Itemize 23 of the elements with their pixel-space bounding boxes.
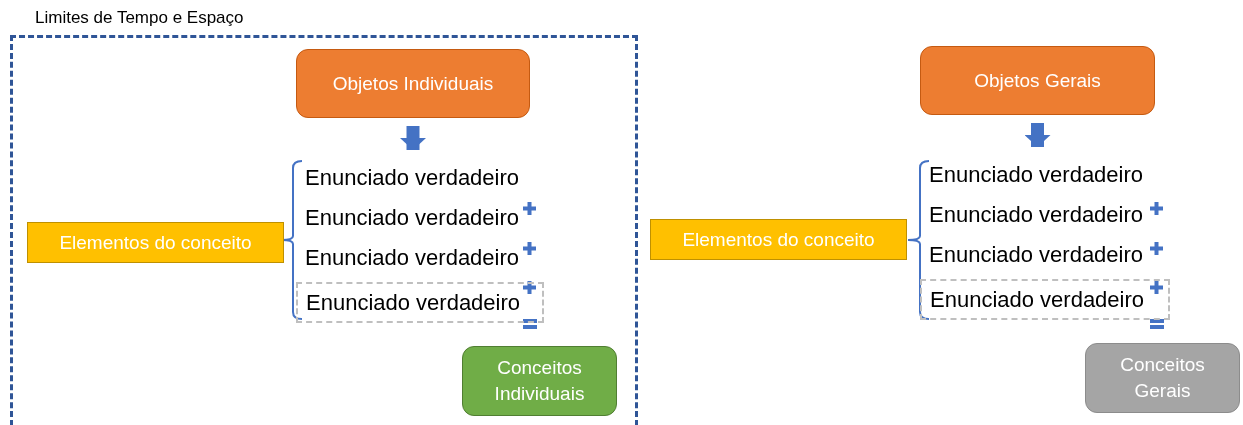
statement-text: Enunciado verdadeiro: [305, 164, 520, 193]
box-label: Elementos do conceito: [682, 227, 875, 252]
statement-text: Enunciado verdadeiro: [305, 204, 520, 233]
process-box: [296, 49, 530, 118]
box-label: Objetos Individuais: [332, 71, 494, 96]
box-label: Conceitos Gerais: [1119, 353, 1206, 403]
statement-text: Enunciado verdadeiro: [929, 161, 1144, 190]
box-label: Objetos Gerais: [974, 68, 1101, 93]
arrow: [1024, 123, 1051, 147]
process-box: [920, 46, 1155, 115]
boundary-title: Limites de Tempo e Espaço: [35, 8, 244, 28]
concept-box: [27, 222, 284, 263]
statement-text: Enunciado verdadeiro: [930, 285, 1145, 314]
box-label: Conceitos Individuais: [493, 356, 586, 406]
statement-text: Enunciado verdadeiro: [306, 288, 521, 317]
box-label: Elementos do conceito: [59, 230, 252, 255]
result-box: [1085, 343, 1240, 413]
statement-text: Enunciado verdadeiro: [929, 241, 1144, 270]
statement-text: Enunciado verdadeiro: [929, 201, 1144, 230]
arrow: [400, 126, 426, 150]
result-box: [462, 346, 617, 416]
concept-box: [650, 219, 907, 260]
statement-text: Enunciado verdadeiro: [305, 244, 520, 273]
